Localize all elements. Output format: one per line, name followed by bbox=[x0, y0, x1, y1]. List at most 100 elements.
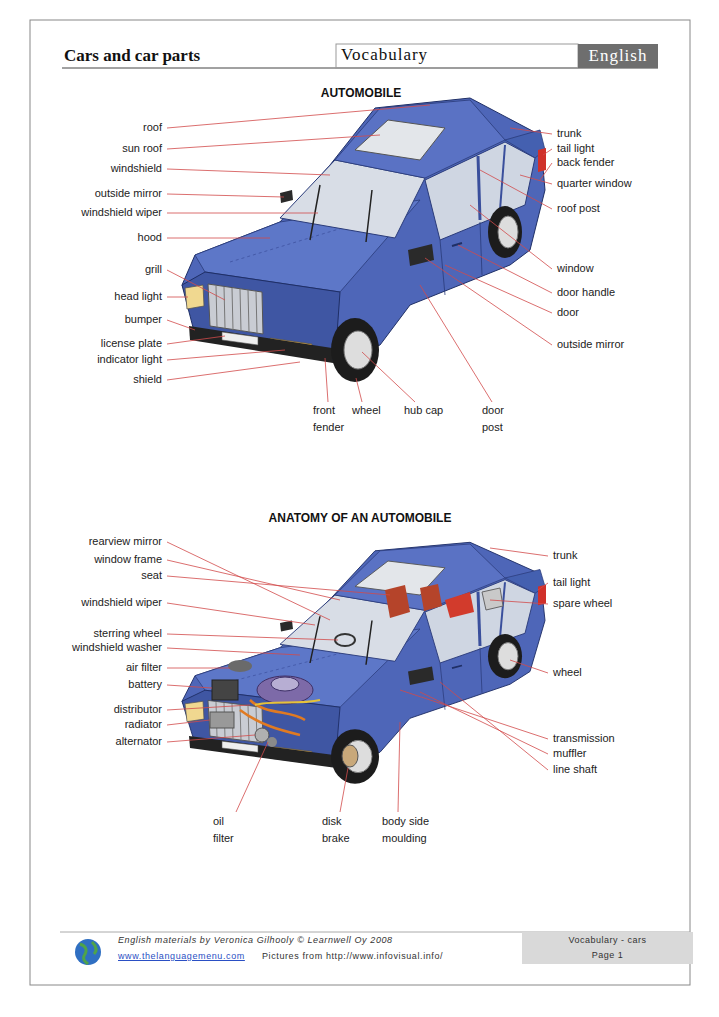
part-label: window frame bbox=[94, 553, 162, 566]
car-drawing-part bbox=[236, 742, 268, 812]
car-drawing-part bbox=[167, 542, 330, 620]
car-drawing-part bbox=[440, 682, 548, 770]
part-label: muffler bbox=[553, 747, 586, 760]
part-label: disk brake bbox=[322, 813, 356, 847]
car-drawing-part bbox=[167, 297, 188, 298]
part-label: indicator light bbox=[97, 353, 162, 366]
globe-icon bbox=[75, 939, 101, 965]
car-drawing-part bbox=[167, 705, 250, 710]
part-label: battery bbox=[128, 678, 162, 691]
part-label: door handle bbox=[557, 286, 615, 299]
car-drawing-part bbox=[167, 169, 330, 175]
part-label: alternator bbox=[116, 735, 162, 748]
car-drawing-part bbox=[490, 600, 548, 604]
car-drawing-part bbox=[520, 175, 552, 184]
box-text: English bbox=[589, 46, 648, 66]
part-label: back fender bbox=[557, 156, 614, 169]
credit-text: English materials by Veronica Gilhooly ©… bbox=[118, 935, 393, 946]
car-drawing-part bbox=[420, 692, 548, 754]
car-drawing-part bbox=[398, 722, 400, 812]
header-label: Vocabulary bbox=[341, 45, 428, 65]
car-drawing-part bbox=[510, 128, 552, 134]
part-label: tail light bbox=[553, 576, 590, 589]
car-drawing-part bbox=[167, 105, 430, 128]
car-drawing-part bbox=[167, 350, 285, 360]
part-label: roof post bbox=[557, 202, 600, 215]
car-drawing-part bbox=[255, 728, 269, 742]
section-heading: ANATOMY OF AN AUTOMOBILE bbox=[269, 511, 452, 525]
car-drawing-part bbox=[325, 358, 328, 402]
car-drawing-part bbox=[543, 149, 552, 155]
car-drawing-part bbox=[167, 135, 380, 149]
part-label: oil filter bbox=[213, 813, 245, 847]
part-label: seat bbox=[141, 569, 162, 582]
box-text: Page 1 bbox=[592, 948, 624, 963]
car-drawing-part bbox=[356, 378, 362, 402]
part-label: window bbox=[557, 262, 594, 275]
part-label: rearview mirror bbox=[89, 535, 162, 548]
part-label: transmission bbox=[553, 732, 615, 745]
part-label: sterring wheel bbox=[94, 627, 162, 640]
page-title: Cars and car parts bbox=[64, 46, 200, 66]
car-drawing-part bbox=[255, 700, 320, 705]
part-label: front fender bbox=[313, 402, 355, 436]
car-drawing-part bbox=[480, 170, 552, 209]
section-heading: AUTOMOBILE bbox=[321, 86, 401, 100]
part-label: hood bbox=[138, 231, 162, 244]
car-drawing-part bbox=[167, 685, 212, 688]
car-drawing-part bbox=[167, 270, 225, 300]
part-label: license plate bbox=[101, 337, 162, 350]
part-label: body side moulding bbox=[382, 813, 442, 847]
car-drawing-part bbox=[445, 592, 474, 618]
car-drawing-part bbox=[425, 258, 552, 345]
part-label: tail light bbox=[557, 142, 594, 155]
car-exterior bbox=[182, 98, 546, 382]
part-label: quarter window bbox=[557, 177, 632, 190]
part-label: door post bbox=[482, 402, 517, 436]
car-drawing-part bbox=[420, 285, 492, 402]
car-drawing-part bbox=[445, 265, 552, 313]
part-label: outside mirror bbox=[557, 338, 624, 351]
page-info-box: Vocabulary - carsPage 1 bbox=[522, 932, 693, 964]
car-drawing-part bbox=[167, 194, 284, 197]
car-drawing-part bbox=[271, 677, 299, 691]
box-text: Vocabulary - cars bbox=[568, 933, 646, 948]
car-drawing-part bbox=[538, 583, 548, 590]
car-drawing-part bbox=[340, 768, 348, 812]
part-label: windshield wiper bbox=[81, 206, 162, 219]
car-drawing-part bbox=[75, 939, 101, 965]
car-drawing-part bbox=[167, 362, 300, 380]
part-label: sun roof bbox=[122, 142, 162, 155]
car-drawing-part bbox=[510, 660, 548, 673]
car-drawing-part bbox=[540, 163, 552, 180]
car-drawing-part bbox=[167, 320, 195, 330]
car-drawing-part bbox=[167, 238, 270, 239]
car-drawing-part bbox=[490, 548, 548, 556]
car-drawing-part bbox=[385, 585, 410, 618]
part-label: door bbox=[557, 306, 579, 319]
car-drawing-part bbox=[80, 942, 96, 964]
part-label: shield bbox=[133, 373, 162, 386]
car-drawing-part bbox=[228, 660, 252, 672]
car-drawing-part bbox=[167, 213, 318, 214]
part-label: grill bbox=[145, 263, 162, 276]
part-label: wheel bbox=[553, 666, 582, 679]
part-label: roof bbox=[143, 121, 162, 134]
part-label: line shaft bbox=[553, 763, 597, 776]
car-drawing-part bbox=[167, 634, 338, 640]
car-drawing-part bbox=[167, 336, 225, 344]
car-drawing-part bbox=[167, 735, 255, 742]
car-interior-parts bbox=[210, 584, 503, 767]
car-drawing-part bbox=[267, 737, 277, 747]
car-drawing-part bbox=[257, 676, 313, 704]
part-label: head light bbox=[114, 290, 162, 303]
page-frame bbox=[30, 20, 690, 985]
part-label: trunk bbox=[557, 127, 581, 140]
part-label: outside mirror bbox=[95, 187, 162, 200]
part-label: distributor bbox=[114, 703, 162, 716]
leader-lines bbox=[167, 105, 552, 812]
car-drawing-part bbox=[342, 745, 358, 767]
part-label: wheel bbox=[352, 404, 381, 417]
part-label: bumper bbox=[125, 313, 162, 326]
